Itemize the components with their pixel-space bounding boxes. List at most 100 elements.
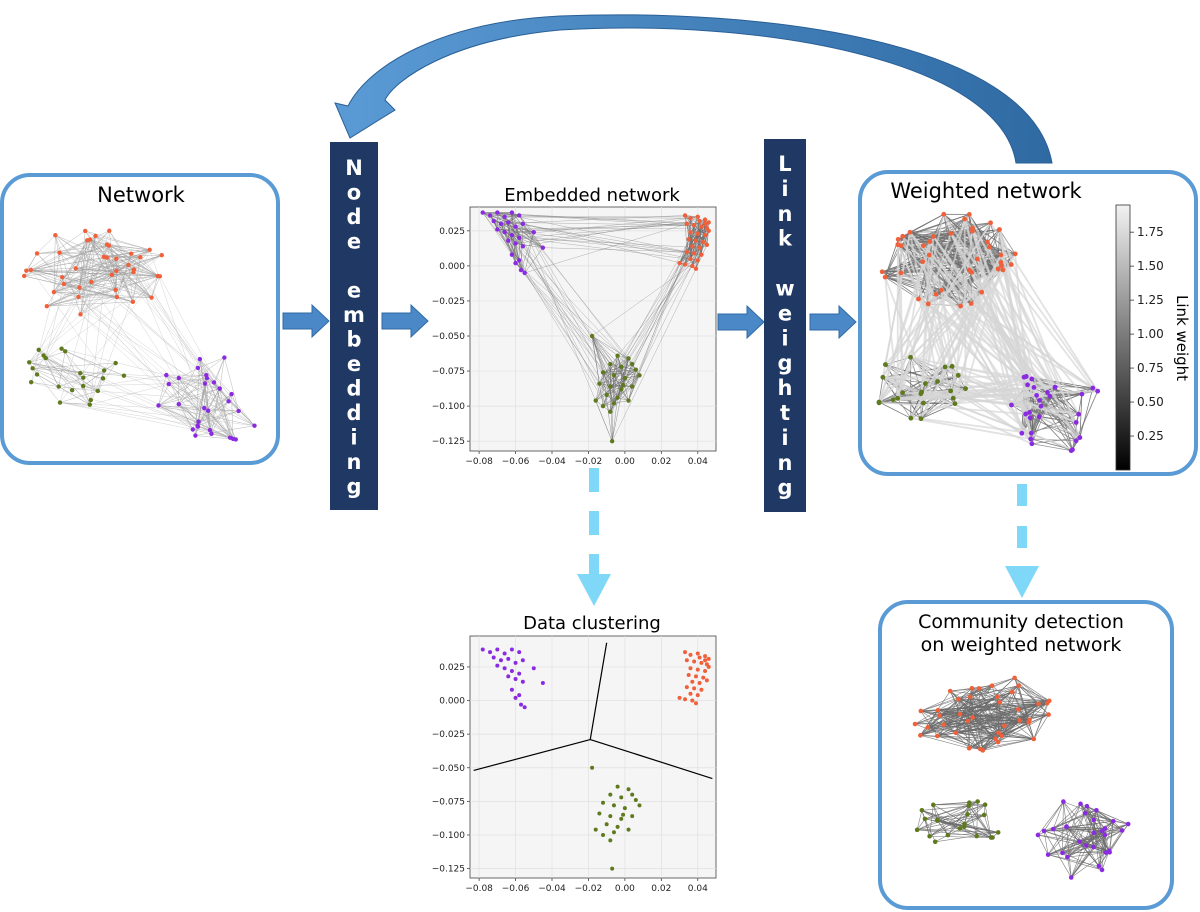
network-edge: [75, 230, 110, 269]
network-edge: [1000, 254, 1025, 378]
network-edge: [97, 249, 150, 392]
network-edge: [178, 377, 215, 383]
network-edge: [920, 690, 951, 736]
network-edge: [924, 818, 930, 837]
network-edge: [933, 802, 970, 806]
y-tick-label: −0.100: [432, 831, 466, 841]
network-edge: [935, 832, 999, 843]
network-edge: [26, 253, 38, 271]
network-node: [81, 375, 86, 380]
data-point: [690, 679, 695, 684]
network-node: [996, 730, 1001, 736]
network-edge: [106, 257, 134, 302]
network-edge: [1033, 703, 1048, 740]
feedback-curved-arrow: [334, 14, 1053, 164]
network-node: [989, 683, 995, 688]
data-point: [695, 214, 700, 220]
network-edge: [980, 741, 999, 750]
network-node: [932, 839, 938, 845]
step-letter: i: [350, 426, 357, 450]
network-edge: [1063, 801, 1067, 827]
network-edge: [63, 258, 117, 285]
network-node: [895, 236, 901, 242]
network-node: [229, 391, 234, 397]
network-edge: [1004, 720, 1020, 727]
network-node: [204, 375, 210, 381]
x-tick-label: −0.02: [575, 884, 603, 894]
network-node: [1068, 875, 1074, 880]
step-letter: e: [347, 279, 361, 303]
data-point: [693, 238, 699, 243]
network-node: [1019, 430, 1025, 436]
network-edge: [115, 275, 158, 291]
network-edge: [80, 372, 104, 379]
network-edge: [980, 291, 1033, 380]
data-point: [513, 224, 518, 229]
embedded-edge: [511, 212, 516, 264]
network-node: [61, 281, 67, 287]
data-point: [480, 210, 485, 215]
data-point: [690, 263, 695, 269]
network-node: [895, 242, 901, 248]
network-node: [995, 266, 1001, 272]
network-node: [942, 364, 948, 370]
network-edge: [940, 289, 1081, 439]
step-letter: n: [347, 450, 362, 474]
network-node: [1034, 392, 1039, 398]
network-node: [955, 372, 961, 378]
colorbar-tick-label: 1.75: [1137, 225, 1164, 239]
y-tick-label: −0.050: [432, 764, 466, 774]
network-node: [197, 356, 203, 362]
network-edge: [206, 377, 237, 440]
data-point: [611, 803, 616, 808]
network-node: [1017, 718, 1022, 723]
data-point: [589, 333, 595, 339]
community-title-line2: on weighted network: [921, 634, 1122, 656]
network-edge: [929, 804, 986, 837]
data-point: [629, 361, 635, 367]
network-node: [107, 228, 112, 233]
data-point: [688, 230, 693, 235]
network-node: [44, 304, 50, 309]
network-edge: [967, 813, 985, 816]
network-node: [931, 234, 936, 239]
network-node: [76, 294, 81, 300]
network-node: [1025, 382, 1030, 388]
network-node: [59, 346, 64, 351]
x-tick-label: −0.06: [502, 884, 530, 894]
data-point: [695, 651, 700, 656]
network-edge: [36, 253, 209, 411]
network-edge: [971, 688, 973, 718]
network-edge: [36, 235, 56, 254]
network-node: [28, 379, 34, 385]
network-node: [1045, 389, 1050, 395]
data-point: [703, 658, 708, 663]
data-point: [491, 218, 496, 224]
network-node: [77, 285, 82, 290]
network-node: [1077, 435, 1083, 440]
network-edge: [921, 809, 965, 825]
data-point: [608, 814, 613, 819]
network-node: [176, 375, 181, 381]
network-edge: [950, 232, 1051, 397]
data-point: [611, 373, 617, 378]
network-node: [937, 713, 942, 718]
data-point: [609, 438, 615, 444]
data-point: [509, 232, 515, 238]
network-edge: [937, 725, 1005, 737]
data-point: [706, 228, 711, 234]
network-edge: [920, 735, 970, 749]
step-letter: e: [347, 352, 361, 376]
data-point: [699, 224, 704, 229]
network-node: [953, 730, 959, 736]
data-point: [608, 838, 613, 843]
data-point: [502, 214, 507, 220]
network-edge: [1048, 854, 1103, 871]
network-edge: [31, 381, 59, 387]
network-edge: [1084, 812, 1110, 851]
network-edge: [1031, 437, 1080, 445]
data-point: [619, 364, 624, 370]
network-node: [925, 725, 931, 730]
network-node: [1083, 843, 1089, 848]
network-edge: [178, 388, 220, 405]
